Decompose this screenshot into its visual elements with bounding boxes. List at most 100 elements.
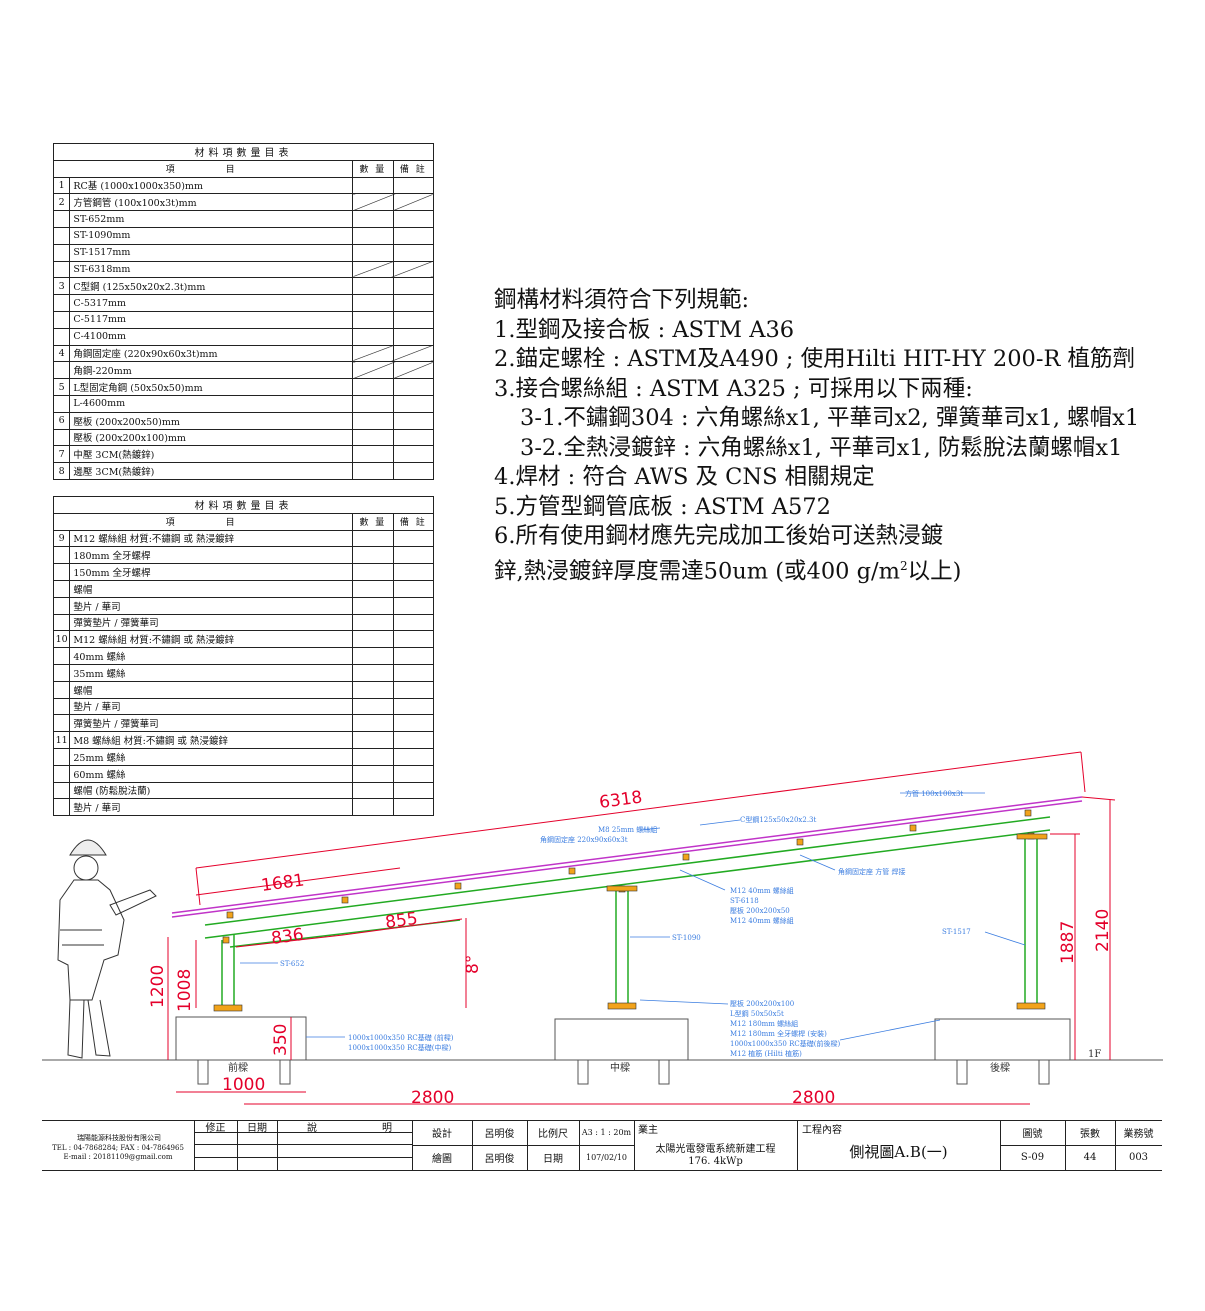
drawing-no: S-09 [1020, 1152, 1045, 1163]
dim-line-1681 [195, 867, 401, 896]
scale-header: 比例尺 [538, 1129, 568, 1140]
table-row: C-5317mm [52, 294, 435, 312]
job-number: 003 [1128, 1152, 1149, 1163]
bolt-icon [1024, 809, 1032, 817]
leader [984, 931, 1026, 946]
worker-figure [57, 839, 157, 1059]
dim-2800-b: 2800 [792, 1088, 835, 1108]
leader [639, 827, 661, 831]
table-row: 墊片 / 華司 [52, 798, 435, 817]
sheets-header: 張數 [1080, 1129, 1100, 1140]
drawing-content: 側視圖A.B(一) [849, 1142, 948, 1161]
content-header: 工程內容 [802, 1124, 842, 1136]
dim-6318: 6318 [598, 787, 644, 812]
draw-header: 繪圖 [432, 1154, 452, 1165]
dim-line-855 [342, 918, 463, 936]
spec-superscript: 2 [899, 558, 908, 573]
dim-836: 836 [270, 925, 305, 949]
note-rail: 方管 100x100x3t [905, 789, 963, 798]
dim-ext [1081, 796, 1116, 801]
note-m12-40b: M12 40mm 螺絲組 [730, 916, 794, 925]
scale-value: A3 : 1 : 20m [581, 1128, 632, 1137]
note-st652: ST-652 [280, 960, 304, 968]
pile [956, 1059, 968, 1085]
cap-plate [606, 885, 638, 892]
row-number: 5 [52, 378, 71, 396]
leader [699, 819, 741, 826]
date-value: 107/02/10 [585, 1153, 628, 1162]
dim-1887: 1887 [1058, 921, 1078, 964]
sheets-count: 44 [1083, 1152, 1097, 1163]
drawing-no-header: 圖號 [1022, 1129, 1043, 1140]
bolt-icon [341, 896, 349, 904]
bolt-icon [222, 936, 230, 944]
spec-line: 5.方管型鋼管底板 : ASTM A572 [494, 493, 831, 520]
company-name: 瑞陽能源科技股份有限公司 [77, 1134, 161, 1142]
note-angle: 角鋼固定座 220x90x60x3t [540, 835, 628, 844]
pile [1038, 1059, 1050, 1085]
owner-header: 業主 [638, 1124, 658, 1136]
table-row: 螺帽 [52, 579, 435, 598]
table-row: 角鋼-220mm [52, 361, 435, 380]
spec-text: 鋅,熱浸鍍鋅厚度需達50um (或400 g/m [494, 558, 900, 584]
note-rc-front: 1000x1000x350 RC基礎(前後樑) [730, 1039, 840, 1048]
c-beam-lower [204, 829, 1051, 939]
dim-855: 855 [384, 909, 419, 933]
row-number: 9 [52, 529, 71, 548]
row-number: 7 [52, 445, 71, 464]
dim-2800-a: 2800 [411, 1088, 454, 1108]
note-m8: M8 25mm 螺絲組 [598, 825, 657, 834]
bolt-icon [796, 838, 804, 846]
dim-8deg: 8° [463, 955, 483, 974]
table-row: 150mm 全牙螺桿 [52, 563, 435, 581]
spec-line: 鋅,熱浸鍍鋅厚度需達50um (或400 g/m2以上) [494, 552, 1139, 587]
bolt-icon [909, 824, 917, 832]
front-foundation [175, 1016, 307, 1061]
note-rc-front2: 1000x1000x350 RC基礎 (前樑) [348, 1033, 454, 1042]
spec-line: 4.焊材 : 符合 AWS 及 CNS 相關規定 [494, 464, 875, 490]
row-remark [392, 260, 435, 279]
pile [577, 1059, 589, 1085]
ground-floor-label: 1F [1088, 1049, 1101, 1060]
dim-1008: 1008 [175, 969, 195, 1012]
note-st1090: ST-1090 [672, 934, 701, 942]
drawer-name: 呂明俊 [484, 1154, 515, 1165]
label-front-beam: 前樑 [228, 1061, 248, 1074]
rev-date-header: 日期 [247, 1122, 267, 1134]
note-m12-180b: M12 180mm 全牙螺桿 (安裝) [730, 1029, 827, 1038]
pile [197, 1059, 209, 1085]
dim-1000: 1000 [222, 1075, 265, 1095]
spec-line: 3-1.不鏽鋼304 : 六角螺絲x1, 平華司x2, 彈簧華司x1, 螺帽x1 [520, 405, 1140, 431]
cap-plate [1016, 833, 1048, 840]
project-capacity: 176. 4kWp [688, 1155, 743, 1167]
spec-line: 3-2.全熱浸鍍鋅 : 六角螺絲x1, 平華司x1, 防鬆脫法蘭螺帽x1 [520, 434, 1123, 461]
row-item: 邊壓 3CM(熱鍍鋅) [69, 462, 354, 480]
company-email: E-mail : 20181109@gmail.com [63, 1153, 173, 1161]
designer-name: 呂明俊 [484, 1129, 515, 1140]
dim-line-836 [235, 934, 344, 948]
bolt-icon [682, 853, 690, 861]
row-number: 1 [52, 176, 71, 195]
note-m12-180: M12 180mm 螺絲組 [730, 1019, 798, 1028]
bolt-icon [226, 911, 234, 919]
table-row: 壓板 (200x200x100)mm [52, 428, 435, 447]
base-plate [1016, 1002, 1046, 1010]
row-remark [392, 462, 435, 480]
dim-ext [1080, 751, 1086, 793]
dim-350: 350 [271, 1024, 291, 1056]
label-rear-beam: 後樑 [990, 1061, 1010, 1074]
middle-foundation [554, 1018, 689, 1061]
row-remark [392, 193, 435, 212]
leader [799, 854, 836, 871]
module-rail [171, 796, 1083, 914]
note-plate: 壓板 200x200x50 [730, 906, 790, 915]
date-header: 日期 [543, 1154, 563, 1165]
note-st1517: ST-1517 [942, 928, 971, 936]
note-cbeam: C型鋼125x50x20x2.3t [740, 815, 817, 824]
spec-line: 3.接合螺絲組 : ASTM A325 ; 可採用以下兩種: [494, 375, 973, 402]
title-block: 瑞陽能源科技股份有限公司 TEL : 04-7868284; FAX : 04-… [42, 1120, 1162, 1171]
